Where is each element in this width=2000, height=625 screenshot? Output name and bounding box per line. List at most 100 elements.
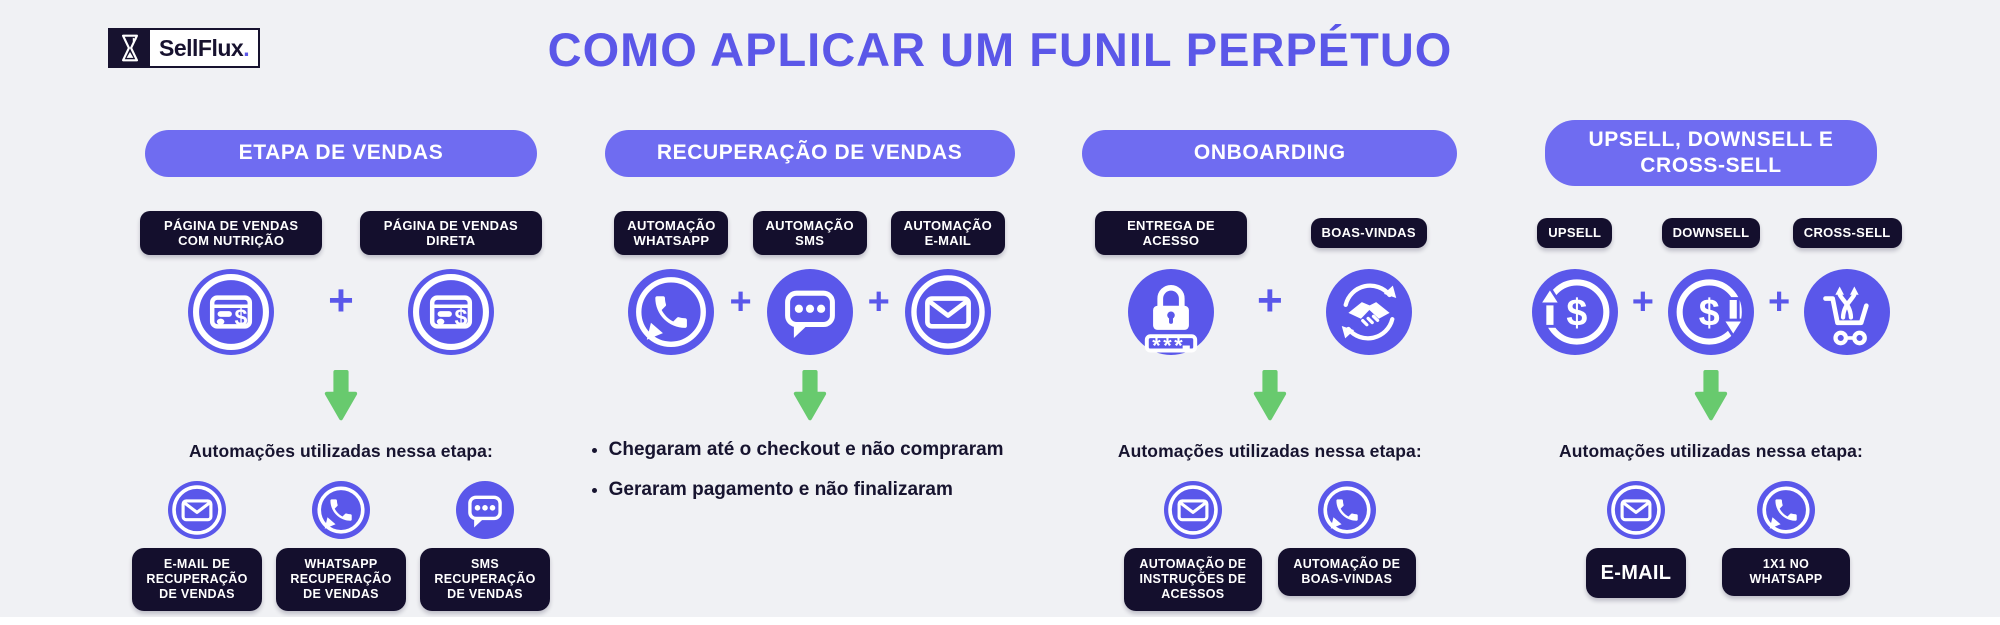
- automation-item: AUTOMAÇÃO DE INSTRUÇÕES DE ACESSOS: [1123, 481, 1262, 611]
- whatsapp-icon: [1317, 481, 1376, 539]
- svg-text:$: $: [1566, 291, 1587, 333]
- automation-item: WHATSAPP RECUPERAÇÃO DE VENDAS: [276, 481, 406, 611]
- stage-item: BOAS-VINDAS: [1293, 203, 1445, 355]
- stage-badge: ENTREGA DE ACESSO: [1094, 210, 1247, 256]
- upsell-icon: $: [1531, 269, 1618, 355]
- whatsapp-icon: [1323, 486, 1371, 534]
- stage-items: PÁGINA DE VENDAS COM NUTRIÇÃO $ + PÁGINA…: [140, 203, 542, 355]
- sales-page-icon: $: [193, 274, 270, 350]
- column-header-pill: UPSELL, DOWNSELL E CROSS-SELL: [1544, 119, 1877, 187]
- automation-items: E-MAIL DE RECUPERAÇÃO DE VENDAS WHATSAPP…: [132, 481, 550, 611]
- email-icon: [1606, 481, 1665, 539]
- automation-item: E-MAIL: [1572, 481, 1700, 598]
- downsell-icon: $: [1667, 269, 1754, 355]
- automation-badge: SMS RECUPERAÇÃO DE VENDAS: [420, 548, 550, 611]
- stage-badge: AUTOMAÇÃO SMS: [752, 210, 867, 256]
- welcome-handshake-icon: [1341, 283, 1396, 341]
- sms-icon: [766, 269, 853, 355]
- down-arrow-icon: [791, 369, 829, 425]
- stage-item: DOWNSELL $: [1656, 203, 1766, 355]
- stage-items: AUTOMAÇÃO WHATSAPP + AUTOMAÇÃO SMS + AUT…: [614, 203, 1005, 355]
- green-arrow-icon: [1253, 369, 1286, 421]
- funnel-columns: ETAPA DE VENDAS PÁGINA DE VENDAS COM NUT…: [132, 103, 1902, 611]
- plus-sign: +: [1631, 281, 1654, 323]
- automation-item: AUTOMAÇÃO DE BOAS-VINDAS: [1277, 481, 1416, 596]
- email-icon: [904, 269, 991, 355]
- recovery-bullet-list: Chegaram até o checkout e não compraram …: [581, 435, 1039, 520]
- automation-badge: AUTOMAÇÃO DE INSTRUÇÕES DE ACESSOS: [1123, 548, 1262, 611]
- stage-item: CROSS-SELL: [1792, 203, 1902, 355]
- automations-label: Automações utilizadas nessa etapa:: [1559, 440, 1863, 461]
- email-icon: [172, 485, 222, 535]
- sms-icon: [468, 495, 502, 528]
- stage-badge: PÁGINA DE VENDAS COM NUTRIÇÃO: [140, 210, 323, 256]
- access-lock-icon: ***: [1144, 285, 1198, 355]
- plus-sign: +: [729, 281, 752, 323]
- column-header-pill: RECUPERAÇÃO DE VENDAS: [604, 129, 1015, 177]
- sellflux-logo: SellFlux.: [108, 28, 261, 68]
- whatsapp-icon: [317, 486, 365, 534]
- column-upsell-downsell-cross-sell: UPSELL, DOWNSELL E CROSS-SELL UPSELL $ +…: [1525, 103, 1902, 611]
- bottom-white-strip: [0, 617, 2000, 625]
- stage-badge: CROSS-SELL: [1792, 218, 1902, 248]
- sms-icon: [784, 290, 835, 338]
- plus-sign: +: [328, 276, 354, 325]
- email-icon: [1168, 485, 1218, 535]
- automation-item: SMS RECUPERAÇÃO DE VENDAS: [420, 481, 550, 611]
- green-arrow-icon: [324, 369, 358, 421]
- down-arrow-icon: [1692, 369, 1730, 425]
- sales-page-icon: $: [412, 274, 489, 350]
- stage-item: ENTREGA DE ACESSO ***: [1094, 203, 1247, 355]
- sms-icon: [456, 481, 514, 539]
- stage-item: AUTOMAÇÃO WHATSAPP: [614, 203, 729, 355]
- automation-items: E-MAIL 1X1 NO WHATSAPP: [1572, 481, 1850, 598]
- logo-dot: .: [243, 34, 250, 61]
- column-etapa-de-vendas: ETAPA DE VENDAS PÁGINA DE VENDAS COM NUT…: [132, 103, 550, 611]
- email-icon: [168, 481, 226, 539]
- logo-wordmark: SellFlux.: [159, 34, 250, 61]
- hourglass-icon: [110, 30, 150, 66]
- svg-text:$: $: [454, 305, 467, 331]
- column-header-pill: ONBOARDING: [1082, 129, 1458, 177]
- column-header-pill: ETAPA DE VENDAS: [145, 129, 537, 177]
- bullet-item: Geraram pagamento e não finalizaram: [609, 479, 1039, 501]
- automations-label: Automações utilizadas nessa etapa:: [1117, 440, 1422, 461]
- automations-label: Automações utilizadas nessa etapa:: [189, 440, 493, 461]
- automation-badge: E-MAIL DE RECUPERAÇÃO DE VENDAS: [132, 548, 262, 611]
- svg-text:$: $: [1699, 291, 1720, 333]
- cross-sell-icon: [1804, 269, 1891, 355]
- downsell-icon: $: [1676, 279, 1747, 345]
- automation-badge: WHATSAPP RECUPERAÇÃO DE VENDAS: [276, 548, 406, 611]
- down-arrow-icon: [322, 369, 360, 425]
- upsell-icon: $: [1536, 279, 1610, 345]
- svg-text:***: ***: [1152, 333, 1185, 355]
- stage-item: AUTOMAÇÃO E-MAIL: [890, 203, 1005, 355]
- green-arrow-icon: [793, 369, 826, 421]
- automation-item: E-MAIL DE RECUPERAÇÃO DE VENDAS: [132, 481, 262, 611]
- whatsapp-icon: [312, 481, 370, 539]
- sales-page-icon: $: [407, 269, 494, 355]
- svg-text:$: $: [235, 305, 248, 331]
- whatsapp-icon: [1762, 486, 1810, 534]
- stage-badge: DOWNSELL: [1661, 218, 1761, 248]
- stage-item: AUTOMAÇÃO SMS: [752, 203, 867, 355]
- automation-item: 1X1 NO WHATSAPP: [1721, 481, 1850, 596]
- automation-items: AUTOMAÇÃO DE INSTRUÇÕES DE ACESSOS AUTOM…: [1123, 481, 1416, 611]
- automation-badge: 1X1 NO WHATSAPP: [1721, 548, 1850, 596]
- email-icon: [1611, 485, 1661, 535]
- stage-badge: UPSELL: [1537, 218, 1613, 248]
- email-icon: [911, 275, 985, 349]
- stage-item: PÁGINA DE VENDAS DIRETA $: [359, 203, 542, 355]
- automation-badge: E-MAIL: [1585, 548, 1686, 598]
- welcome-handshake-icon: [1325, 269, 1412, 355]
- stage-badge: BOAS-VINDAS: [1310, 218, 1427, 248]
- page-title: COMO APLICAR UM FUNIL PERPÉTUO: [547, 23, 1453, 76]
- stage-items: ENTREGA DE ACESSO *** + BOAS-VINDAS: [1094, 203, 1445, 355]
- whatsapp-icon: [636, 277, 707, 347]
- plus-sign: +: [867, 281, 890, 323]
- access-lock-icon: ***: [1127, 269, 1214, 355]
- email-icon: [1163, 481, 1222, 539]
- stage-item: PÁGINA DE VENDAS COM NUTRIÇÃO $: [140, 203, 323, 355]
- stage-badge: AUTOMAÇÃO WHATSAPP: [614, 210, 729, 256]
- whatsapp-icon: [1756, 481, 1815, 539]
